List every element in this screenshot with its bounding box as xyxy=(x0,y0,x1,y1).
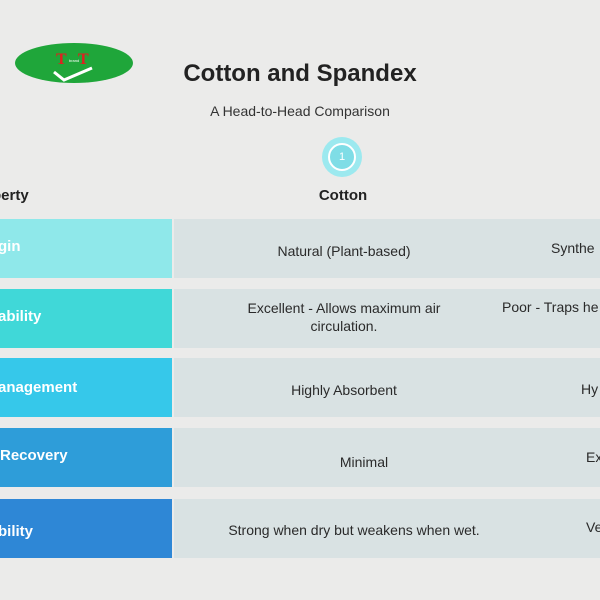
spandex-value: Ve xyxy=(586,519,600,535)
cotton-value: Strong when dry but weakens when wet. xyxy=(228,522,480,538)
property-label: ability xyxy=(0,308,42,325)
property-label: anagement xyxy=(0,379,78,396)
spandex-value: Synthe xyxy=(551,240,595,256)
property-cell: gin xyxy=(0,219,172,278)
spandex-value: Hy xyxy=(581,381,599,397)
property-label: Recovery xyxy=(0,447,68,464)
number-badge: 1 xyxy=(322,137,362,177)
number-badge-label: 1 xyxy=(328,143,356,171)
property-cell: anagement xyxy=(0,358,172,417)
property-label: gin xyxy=(0,238,21,255)
cotton-value: Minimal xyxy=(339,454,389,470)
spandex-value: Poor - Traps he xyxy=(502,299,599,315)
page-subtitle: A Head-to-Head Comparison xyxy=(210,103,390,119)
data-cell: Excellent - Allows maximum air circulati… xyxy=(174,289,600,348)
cotton-value: Highly Absorbent xyxy=(291,382,397,398)
page-title: Cotton and Spandex xyxy=(183,60,417,87)
table-row: gin Natural (Plant-based) Synthe xyxy=(0,219,600,278)
property-cell: Recovery xyxy=(0,428,172,487)
svg-text:brand: brand xyxy=(69,58,79,63)
spandex-value: Ex xyxy=(586,449,600,465)
property-label: bility xyxy=(0,523,34,540)
table-row: bility Strong when dry but weakens when … xyxy=(0,499,600,558)
table-row: ability Excellent - Allows maximum air c… xyxy=(0,289,600,348)
svg-text:T: T xyxy=(78,51,89,68)
data-cell: Natural (Plant-based) Synthe xyxy=(174,219,600,278)
data-cell: Strong when dry but weakens when wet. Ve xyxy=(174,499,600,558)
svg-text:T: T xyxy=(56,51,67,68)
data-cell: Highly Absorbent Hy xyxy=(174,358,600,417)
column-header-property: perty xyxy=(0,187,29,204)
property-cell: ability xyxy=(0,289,172,348)
data-cell: Minimal Ex xyxy=(174,428,600,487)
cotton-value: Natural (Plant-based) xyxy=(277,243,411,259)
table-row: anagement Highly Absorbent Hy xyxy=(0,358,600,417)
table-row: Recovery Minimal Ex xyxy=(0,428,600,487)
cotton-value: Excellent - Allows maximum air circulati… xyxy=(247,300,441,334)
logo: T T brand xyxy=(14,42,134,84)
column-header-cotton: Cotton xyxy=(318,187,368,204)
property-cell: bility xyxy=(0,499,172,558)
